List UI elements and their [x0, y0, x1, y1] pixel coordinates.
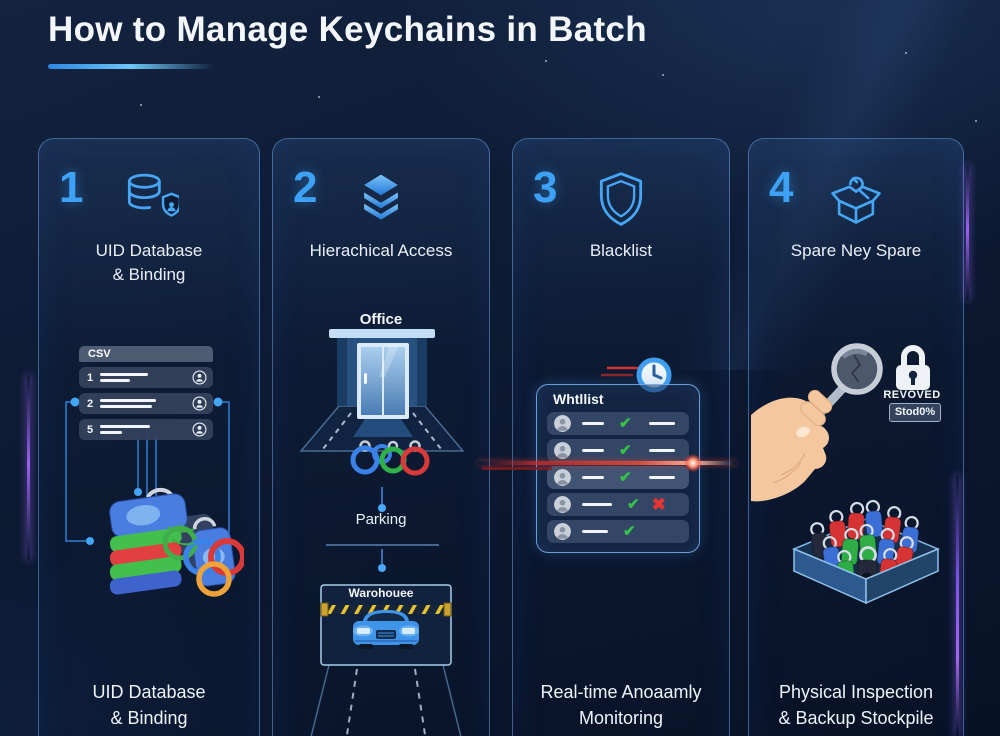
- whitelist-row: ✔: [547, 520, 689, 543]
- purple-light-streak: [966, 165, 969, 300]
- red-laser-flare: [478, 461, 736, 465]
- star-dot: [905, 52, 907, 54]
- row-index: 1: [86, 371, 94, 384]
- step-title: Blacklist: [513, 239, 729, 263]
- csv-table: CSV 1 2 5: [79, 346, 213, 440]
- caption-line1: UID Database: [92, 682, 206, 702]
- parking-zone-label: Parking: [355, 511, 407, 528]
- warehouse-zone-label: Warohouee: [348, 586, 414, 600]
- warehouse-gate-illustration: [310, 584, 462, 736]
- row-index: 2: [86, 397, 94, 410]
- office-zone-label: Office: [359, 311, 403, 328]
- stock-badge: Stod0%: [889, 403, 941, 422]
- csv-row: 1: [79, 367, 213, 388]
- csv-row: 2: [79, 393, 213, 414]
- caption-line2: Monitoring: [578, 708, 664, 728]
- step-caption: UID Database & Binding: [39, 679, 259, 731]
- star-dot: [975, 120, 977, 122]
- hand-magnifier-illustration: [751, 343, 883, 502]
- whitelist-card: Whtllist ✔ ✔ ✔ ✔: [536, 384, 700, 553]
- whitelist-row: ✔: [547, 466, 689, 489]
- step-title-line1: UID Database: [95, 241, 203, 260]
- step-title: Hierachical Access: [273, 239, 489, 263]
- row-index: 5: [86, 423, 94, 436]
- cross-icon: ✖: [651, 495, 666, 514]
- avatar: [554, 415, 571, 432]
- text-placeholder: [100, 373, 192, 382]
- office-entrance-illustration: [299, 329, 465, 476]
- avatar: [554, 496, 571, 513]
- check-icon: ✔: [619, 469, 632, 486]
- step-title-line2: & Binding: [112, 265, 186, 284]
- red-laser-flare-echo: [482, 467, 552, 470]
- check-icon: ✔: [627, 496, 640, 513]
- star-dot: [662, 74, 664, 76]
- status-label: REVOVED: [883, 389, 941, 401]
- red-laser-flare-core: [684, 454, 702, 472]
- step-caption: Real-time Anoaamly Monitoring: [513, 679, 729, 731]
- purple-light-streak: [27, 375, 30, 560]
- keychains-illustration: [109, 487, 244, 597]
- check-icon: ✔: [619, 415, 632, 432]
- person-icon: [192, 370, 207, 385]
- title-underline: [48, 64, 214, 69]
- step-panel-hierarchical-access: 2 Hierachical Access Office: [272, 138, 490, 736]
- avatar: [554, 523, 571, 540]
- step-number: 3: [533, 163, 558, 212]
- whitelist-row: ✔: [547, 412, 689, 435]
- check-icon: ✔: [619, 442, 632, 459]
- text-placeholder: [100, 425, 192, 434]
- text-placeholder: [582, 529, 608, 534]
- whitelist-label: Whtllist: [553, 391, 604, 407]
- page-title: How to Manage Keychains in Batch: [48, 10, 647, 49]
- layers-icon: [364, 174, 398, 220]
- purple-light-streak: [956, 475, 959, 736]
- text-placeholder: [100, 399, 192, 408]
- star-dot: [140, 104, 142, 106]
- step-title-line1: Hierachical Access: [309, 241, 453, 260]
- person-icon: [192, 396, 207, 411]
- shield-icon: [599, 172, 643, 226]
- toolbox-icon: [831, 176, 881, 224]
- caption-line2: & Backup Stockpile: [778, 708, 934, 728]
- text-placeholder: [582, 475, 604, 480]
- step-title-line1: Spare Ney Spare: [790, 241, 922, 260]
- star-dot: [545, 60, 547, 62]
- star-dot: [318, 96, 320, 98]
- step-title: UID Database & Binding: [39, 239, 259, 287]
- database-user-icon: [127, 173, 179, 217]
- text-placeholder: [648, 421, 675, 426]
- lock-icon: [896, 345, 930, 390]
- spare-keys-tray-illustration: [792, 499, 940, 605]
- step-panel-blacklist: 3 Blacklist Whtllist ✔: [512, 138, 730, 736]
- text-placeholder: [648, 448, 675, 453]
- step-panel-uid-database: 1 UID Database & Binding: [38, 138, 260, 736]
- person-icon: [192, 422, 207, 437]
- step-number: 2: [293, 163, 318, 212]
- step-panel-spare-stock: 4 Spare Ney Spare: [748, 138, 964, 736]
- text-placeholder: [582, 502, 612, 507]
- csv-table-header: CSV: [79, 346, 213, 362]
- step-number: 4: [769, 163, 794, 212]
- text-placeholder: [582, 421, 604, 426]
- avatar: [554, 442, 571, 459]
- caption-line1: Physical Inspection: [778, 682, 934, 702]
- step-caption: Physical Inspection & Backup Stockpile: [749, 679, 963, 731]
- text-placeholder: [648, 475, 675, 480]
- caption-line2: & Binding: [110, 708, 188, 728]
- whitelist-row: ✔: [547, 439, 689, 462]
- text-placeholder: [582, 448, 604, 453]
- caption-line1: Real-time Anoaamly: [540, 682, 702, 702]
- step-number: 1: [59, 163, 84, 212]
- step-title: Spare Ney Spare: [749, 239, 963, 263]
- csv-row: 5: [79, 419, 213, 440]
- whitelist-row: ✔ ✖: [547, 493, 689, 516]
- check-icon: ✔: [623, 523, 636, 540]
- step-title-line1: Blacklist: [589, 241, 653, 260]
- avatar: [554, 469, 571, 486]
